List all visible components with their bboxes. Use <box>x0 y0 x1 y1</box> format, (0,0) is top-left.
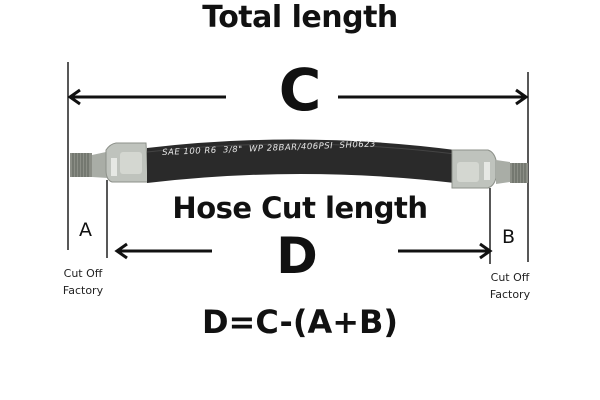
cut-arrowhead-left-icon <box>114 242 128 260</box>
left-note-line2: Factory <box>62 284 104 297</box>
cut-arrowhead-right-icon <box>479 242 493 260</box>
right-fitting-label: B <box>502 226 516 248</box>
right-fitting-note: Cut Off Factory <box>475 269 545 303</box>
left-fitting-label: A <box>79 219 92 241</box>
arrowhead-left-icon <box>67 88 81 106</box>
cut-length-label: D <box>276 227 318 285</box>
hose-image <box>70 139 528 189</box>
right-note-line1: Cut Off <box>490 271 530 284</box>
total-length-title: Total length <box>202 0 398 35</box>
left-fitting-note: Cut Off Factory <box>48 265 118 299</box>
arrowhead-right-icon <box>515 88 529 106</box>
total-length-label: C <box>278 56 322 124</box>
left-note-line1: Cut Off <box>63 267 103 280</box>
formula: D=C-(A+B) <box>201 303 399 341</box>
right-note-line2: Factory <box>489 288 531 301</box>
hose-cut-length-title: Hose Cut length <box>172 191 428 225</box>
